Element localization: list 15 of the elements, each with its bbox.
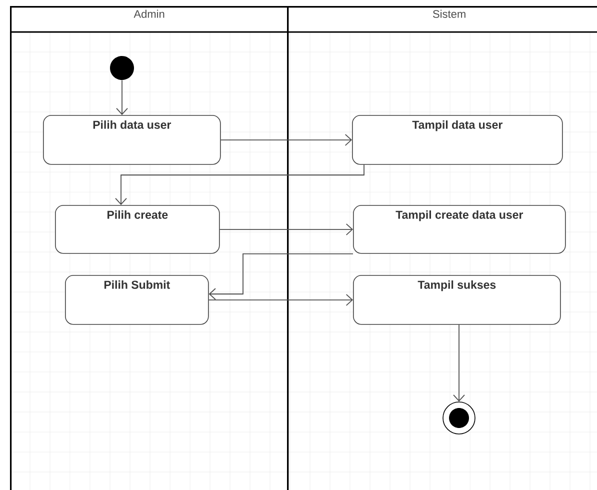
arrow xyxy=(453,324,465,402)
arrow xyxy=(220,134,352,146)
activity-box: Pilih create xyxy=(55,205,220,254)
activity-box: Pilih Submit xyxy=(65,275,209,325)
activity-box: Tampil sukses xyxy=(353,275,561,325)
activity-box: Tampil data user xyxy=(352,115,563,165)
arrow xyxy=(116,80,128,115)
arrow xyxy=(219,223,353,236)
arrow xyxy=(208,253,354,300)
activity-box: Pilih data user xyxy=(43,115,221,165)
arrow xyxy=(208,294,353,306)
start-node xyxy=(110,56,134,80)
end-node xyxy=(442,402,476,434)
arrow xyxy=(115,164,364,205)
activity-box: Tampil create data user xyxy=(353,205,566,254)
